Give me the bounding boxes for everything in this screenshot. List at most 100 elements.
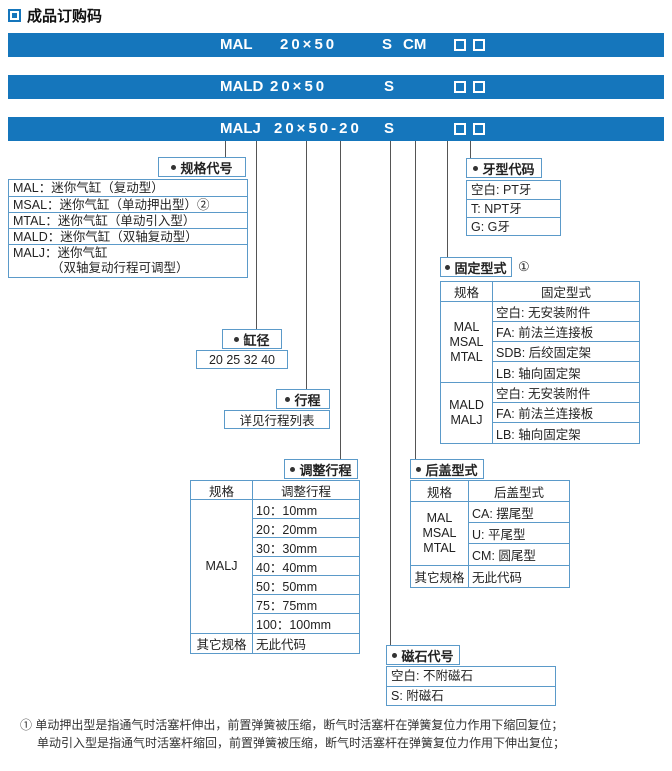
table-row: LB: 轴向固定架 (496, 366, 581, 381)
table-header: 规格 后盖型式 (411, 481, 569, 502)
table-row: CA: 摆尾型 (469, 502, 569, 523)
blank-code-box-icon (473, 81, 485, 93)
list-item: S: 附磁石 (387, 686, 555, 705)
model-code: MALD (220, 78, 264, 95)
thread-code-label: 牙型代码 (466, 158, 542, 178)
connector-dot-icon (234, 336, 240, 342)
table-footer: 其它规格 无此代码 (411, 566, 569, 587)
code-bar-mal: MAL 20×50 S CM (8, 33, 664, 57)
bore-label: 缸径 (222, 329, 282, 349)
footer-cell: 其它规格 (411, 566, 469, 587)
section-marker-icon (8, 9, 21, 22)
connector-dot-icon (285, 396, 291, 402)
models-cell: MALJ (191, 500, 253, 633)
list-item-line: （双轴复动行程可调型） (51, 261, 189, 275)
bore-values: 20 25 32 40 (196, 350, 288, 369)
header-cell: 规格 (411, 481, 469, 501)
thread-code-table: 空白: PT牙 T: NPT牙 G: G牙 (466, 180, 561, 236)
blank-code-box-icon (454, 123, 466, 135)
footer-cell: 其它规格 (191, 634, 253, 653)
blank-code-box-icon (454, 39, 466, 51)
table-group: MAL MSAL MTAL 空白: 无安装附件 FA: 前法兰连接板 SDB: … (441, 302, 639, 383)
rear-cover-table: 规格 后盖型式 MAL MSAL MTAL CA: 摆尾型 U: 平尾型 CM:… (410, 480, 570, 588)
options-cell: 空白: 无安装附件 FA: 前法兰连接板 LB: 轴向固定架 (493, 383, 639, 443)
table-row: FA: 前法兰连接板 (493, 403, 639, 423)
table-header: 规格 调整行程 (191, 481, 359, 500)
header-cell: 规格 (441, 282, 493, 301)
table-row: 20：20mm (253, 519, 359, 538)
header-cell: 规格 (191, 481, 253, 499)
adjust-stroke-label: 调整行程 (284, 459, 358, 479)
rear-cover-label: 后盖型式 (410, 459, 484, 479)
table-row: CM: 圆尾型 (472, 549, 536, 563)
label-text: 调整行程 (299, 462, 352, 478)
blank-code-box-icon (473, 39, 485, 51)
mount-type-note: ① (518, 259, 530, 274)
table-row: 100：100mm (256, 618, 332, 632)
table-row: 空白: 无安装附件 (493, 302, 639, 322)
table-group: MALJ 10：10mm 20：20mm 30：30mm 40：40mm 50：… (191, 500, 359, 634)
footer-cell: 无此代码 (472, 571, 523, 585)
mount-type-label: 固定型式 (440, 257, 512, 277)
label-text: 磁石代号 (401, 648, 454, 664)
options-cell: 空白: 无安装附件 FA: 前法兰连接板 SDB: 后绞固定架 LB: 轴向固定… (493, 302, 639, 382)
connector-dot-icon (392, 652, 398, 658)
connector-dot-icon (290, 466, 296, 472)
header-cell: 后盖型式 (493, 485, 544, 500)
label-text: 固定型式 (454, 260, 507, 276)
blank-code-box-icon (454, 81, 466, 93)
table-row: 50：50mm (253, 576, 359, 595)
table-row: 75：75mm (253, 595, 359, 614)
table-group: MALD MALJ 空白: 无安装附件 FA: 前法兰连接板 LB: 轴向固定架 (441, 383, 639, 443)
table-row: 空白: 无安装附件 (493, 383, 639, 403)
models-cell: MALD MALJ (441, 383, 493, 443)
list-item: T: NPT牙 (467, 199, 560, 217)
table-row: LB: 轴向固定架 (496, 427, 581, 442)
list-item: 空白: 不附磁石 (391, 669, 473, 683)
table-row: 10：10mm (253, 500, 359, 519)
mount-type-table: 规格 固定型式 MAL MSAL MTAL 空白: 无安装附件 FA: 前法兰连… (440, 281, 640, 444)
table-row: 30：30mm (253, 538, 359, 557)
list-item-line: MALJ：迷你气缸 (13, 246, 108, 260)
table-footer: 其它规格 无此代码 (191, 634, 359, 653)
label-text: 规格代号 (180, 160, 233, 176)
options-cell: CA: 摆尾型 U: 平尾型 CM: 圆尾型 (469, 502, 569, 565)
footnote-1: ① 单动押出型是指通气时活塞杆伸出，前置弹簧被压缩，断气时活塞杆在弹簧复位力作用… (20, 718, 564, 732)
table-row: SDB: 后绞固定架 (493, 342, 639, 362)
label-text: 后盖型式 (425, 462, 478, 478)
spec-code-list: MAL：迷你气缸（复动型） MSAL：迷你气缸（单动押出型）② MTAL：迷你气… (8, 179, 248, 278)
list-item: MALJ：迷你气缸 （双轴复动行程可调型） (9, 244, 247, 277)
bore-stroke-code: 20×50 (270, 78, 328, 95)
magnet-code: S (384, 78, 395, 95)
label-text: 缸径 (243, 332, 270, 348)
code-bar-malj: MALJ 20×50-20 S (8, 117, 664, 141)
models-cell: MAL MSAL MTAL (411, 502, 469, 565)
list-item: MAL：迷你气缸（复动型） (13, 181, 164, 195)
connector-dot-icon (416, 466, 422, 472)
bore-stroke-code: 20×50-20 (274, 120, 362, 137)
table-row: 40：40mm (253, 557, 359, 576)
model-code: MAL (220, 36, 253, 53)
list-item: MSAL：迷你气缸（单动押出型）② (9, 196, 247, 212)
magnet-code-table: 空白: 不附磁石 S: 附磁石 (386, 666, 556, 706)
list-item: G: G牙 (467, 217, 560, 235)
adjust-stroke-table: 规格 调整行程 MALJ 10：10mm 20：20mm 30：30mm 40：… (190, 480, 360, 654)
list-item: MALD：迷你气缸（双轴复动型） (9, 228, 247, 244)
list-item: MTAL：迷你气缸（单动引入型） (9, 212, 247, 228)
label-text: 行程 (294, 392, 321, 408)
table-row: FA: 前法兰连接板 (493, 322, 639, 342)
footnote-2: 单动引入型是指通气时活塞杆缩回，前置弹簧被压缩，断气时活塞杆在弹簧复位力作用下伸… (37, 736, 566, 750)
blank-code-box-icon (473, 123, 485, 135)
spec-code-label: 规格代号 (158, 157, 246, 177)
bore-stroke-code: 20×50 (280, 36, 338, 53)
label-text: 牙型代码 (482, 161, 535, 177)
rear-code: CM (403, 36, 427, 53)
header-cell: 调整行程 (280, 484, 331, 499)
table-group: MAL MSAL MTAL CA: 摆尾型 U: 平尾型 CM: 圆尾型 (411, 502, 569, 566)
page-title-text: 成品订购码 (27, 8, 103, 25)
header-cell: 固定型式 (540, 286, 591, 300)
list-item: 空白: PT牙 (471, 183, 532, 197)
magnet-code: S (384, 120, 395, 137)
